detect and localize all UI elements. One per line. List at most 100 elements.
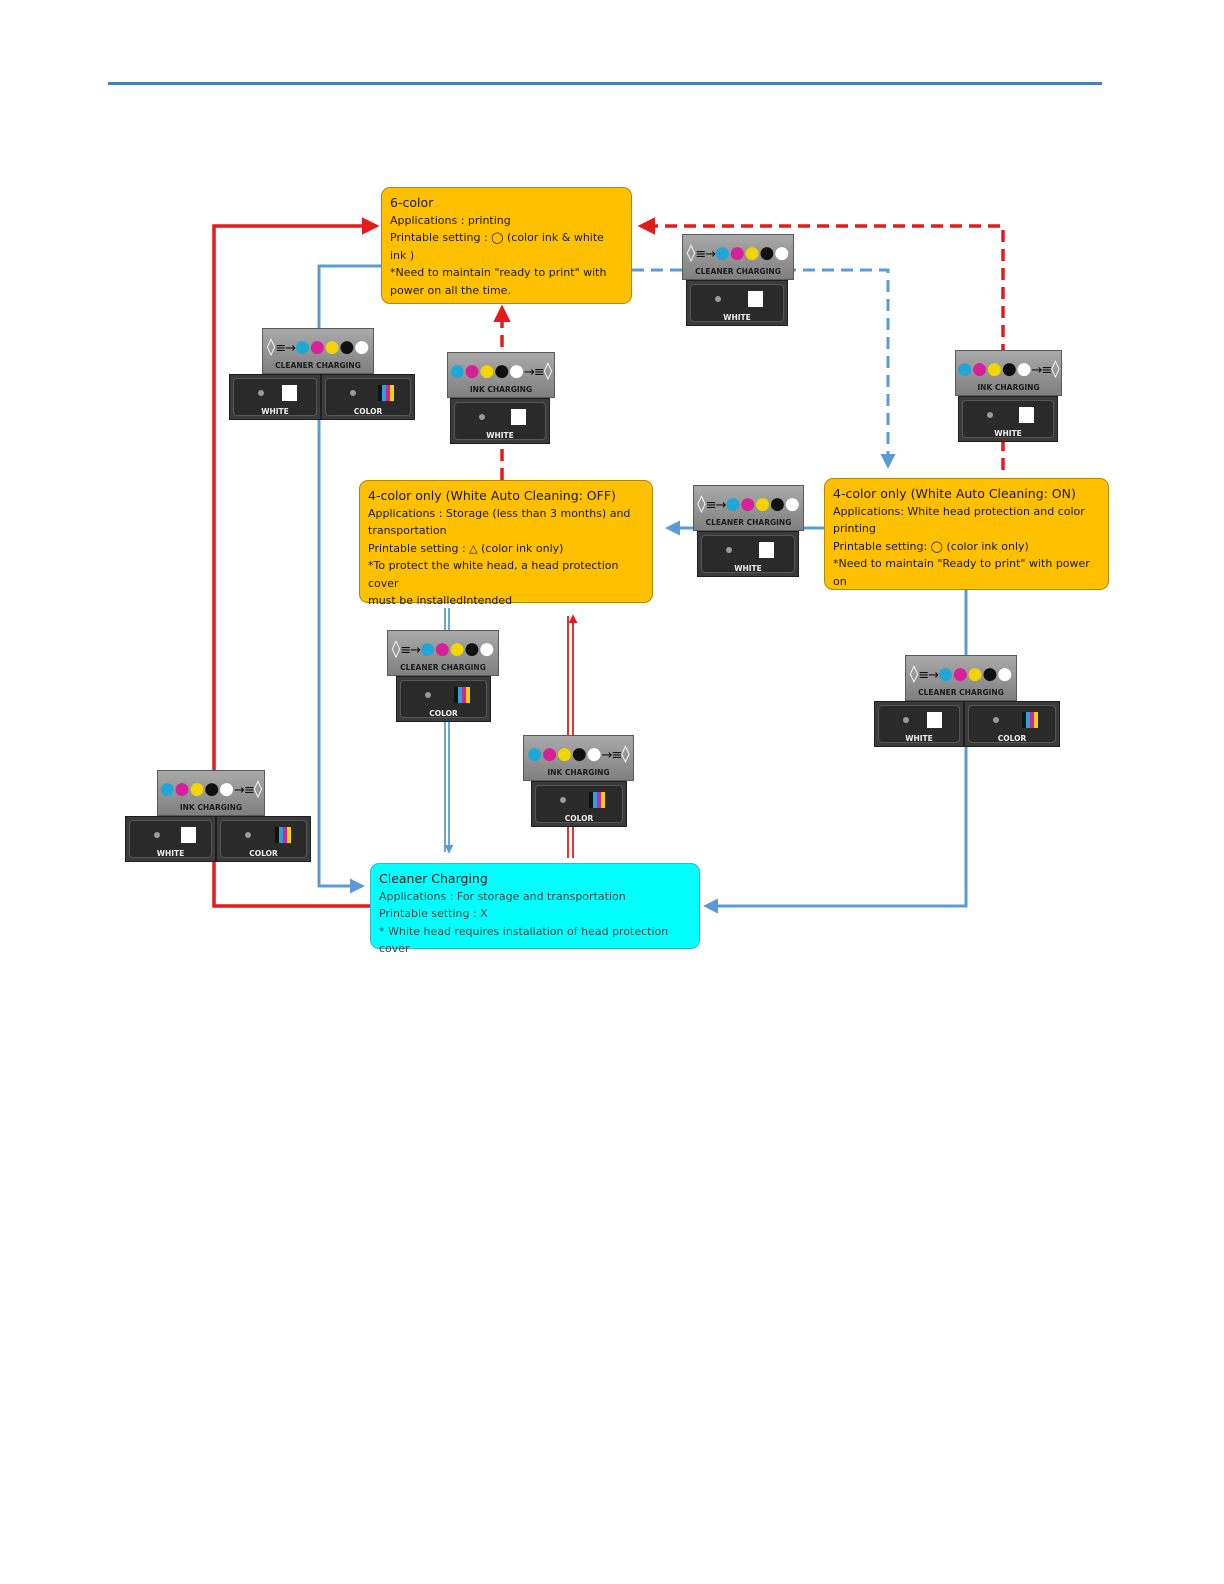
ink-charging-panel: ●●●●●→≡◊ INK CHARGING bbox=[157, 770, 265, 816]
panel-label: CLEANER CHARGING bbox=[275, 361, 361, 370]
led-icon bbox=[715, 296, 721, 302]
led-icon bbox=[425, 692, 431, 698]
state-title: Cleaner Charging bbox=[379, 871, 488, 886]
state-title: 4-color only (White Auto Cleaning: OFF) bbox=[368, 488, 616, 503]
led-icon bbox=[479, 414, 485, 420]
led-icon bbox=[245, 832, 251, 838]
white-slot: WHITE bbox=[229, 374, 321, 420]
ink-charging-white-module: ●●●●●→≡◊ INK CHARGING WHITE bbox=[447, 352, 555, 450]
slot-label: WHITE bbox=[156, 849, 185, 858]
state-6-color: 6-color Applications : printing Printabl… bbox=[381, 187, 632, 304]
slot-label: WHITE bbox=[261, 407, 289, 416]
color-ink-icon bbox=[454, 687, 470, 703]
cleaner-charging-white-module-mid: ◊≡→●●●●● CLEANER CHARGING WHITE bbox=[693, 485, 804, 585]
state-line: Applications : printing bbox=[390, 214, 511, 227]
color-ink-icon bbox=[1022, 712, 1038, 728]
led-icon bbox=[560, 797, 566, 803]
ink-to-cleaner-icon: ●●●●●→≡◊ bbox=[957, 359, 1060, 379]
state-line: *Need to maintain "Ready to print" with … bbox=[833, 557, 1090, 588]
state-line: Printable setting : ◯ (color ink & white… bbox=[390, 231, 604, 262]
panel-label: INK CHARGING bbox=[179, 803, 243, 812]
white-ink-icon bbox=[927, 712, 942, 728]
ink-to-cleaner-icon: ●●●●●→≡◊ bbox=[159, 779, 263, 799]
slot-label: WHITE bbox=[905, 734, 933, 743]
state-line: Applications: White head protection and … bbox=[833, 505, 1085, 518]
arrow-4on-to-cleaner bbox=[703, 590, 968, 914]
white-slot: WHITE bbox=[874, 701, 964, 747]
slot-label: COLOR bbox=[997, 734, 1027, 743]
ink-charging-white-color-module: ●●●●●→≡◊ INK CHARGING WHITE COLOR bbox=[125, 770, 311, 862]
state-line: * White head requires installation of he… bbox=[379, 924, 669, 956]
led-icon bbox=[154, 832, 160, 838]
white-ink-icon bbox=[511, 409, 526, 425]
state-line: *Need to maintain "ready to print" with bbox=[390, 266, 607, 280]
cleaner-charging-white-color-module-right: ◊≡→●●●●● CLEANER CHARGING WHITE COLOR bbox=[874, 655, 1060, 747]
cleaner-charging-panel: ◊≡→●●●●● CLEANER CHARGING bbox=[682, 234, 794, 280]
state-line: Printable setting : △ (color ink only) bbox=[368, 541, 564, 555]
color-slot: COLOR bbox=[216, 816, 311, 862]
slot-label: WHITE bbox=[723, 313, 751, 322]
white-ink-icon bbox=[1019, 407, 1034, 423]
led-icon bbox=[350, 390, 356, 396]
led-icon bbox=[258, 390, 264, 396]
panel-label: INK CHARGING bbox=[977, 383, 1040, 392]
panel-label: CLEANER CHARGING bbox=[695, 267, 781, 276]
cleaner-charging-panel: ◊≡→●●●●● CLEANER CHARGING bbox=[905, 655, 1017, 701]
cleaner-to-ink-icon: ◊≡→●●●●● bbox=[266, 337, 370, 357]
arrow-cleaner-to-6color bbox=[212, 217, 380, 908]
white-ink-icon bbox=[748, 291, 763, 307]
cleaner-charging-white-color-module: ◊≡→●●●●● CLEANER CHARGING WHITE COLOR bbox=[229, 328, 415, 420]
color-ink-icon bbox=[589, 792, 605, 808]
state-cleaner-charging: Cleaner Charging Applications : For stor… bbox=[370, 863, 700, 955]
cleaner-to-ink-icon: ◊≡→●●●●● bbox=[909, 664, 1013, 684]
state-title: 4-color only (White Auto Cleaning: ON) bbox=[833, 486, 1076, 501]
panel-label: CLEANER CHARGING bbox=[918, 688, 1004, 697]
state-4-color-off: 4-color only (White Auto Cleaning: OFF) … bbox=[359, 480, 653, 607]
cleaner-charging-white-module: ◊≡→●●●●● CLEANER CHARGING WHITE bbox=[682, 234, 794, 334]
cleaner-charging-panel: ◊≡→●●●●● CLEANER CHARGING bbox=[387, 630, 499, 676]
slot-label: WHITE bbox=[486, 431, 514, 440]
slot-label: WHITE bbox=[994, 429, 1022, 438]
white-ink-icon bbox=[181, 827, 196, 843]
slot-label: COLOR bbox=[564, 814, 594, 823]
ink-charging-panel: ●●●●●→≡◊ INK CHARGING bbox=[447, 352, 555, 398]
state-4-color-on: 4-color only (White Auto Cleaning: ON) A… bbox=[824, 478, 1109, 590]
led-icon bbox=[987, 412, 993, 418]
color-slot: COLOR bbox=[964, 701, 1060, 747]
header-rule bbox=[108, 82, 1102, 85]
led-icon bbox=[903, 717, 909, 723]
arrow-6color-to-cleaner bbox=[317, 264, 381, 894]
color-ink-icon bbox=[275, 827, 291, 843]
ink-charging-color-module: ●●●●●→≡◊ INK CHARGING COLOR bbox=[523, 735, 634, 829]
slot-label: COLOR bbox=[249, 849, 278, 858]
cleaner-to-ink-icon: ◊≡→●●●●● bbox=[697, 494, 800, 514]
panel-label: INK CHARGING bbox=[547, 768, 610, 777]
slot-label: WHITE bbox=[734, 564, 762, 573]
color-ink-icon bbox=[378, 385, 394, 401]
white-slot: WHITE bbox=[450, 398, 550, 444]
color-slot: COLOR bbox=[396, 676, 491, 722]
white-slot: WHITE bbox=[125, 816, 216, 862]
state-line: Applications : Storage (less than 3 mont… bbox=[368, 507, 631, 520]
ink-charging-panel: ●●●●●→≡◊ INK CHARGING bbox=[523, 735, 634, 781]
state-line: power on all the time. bbox=[390, 283, 511, 297]
cleaner-to-ink-icon: ◊≡→●●●●● bbox=[391, 639, 495, 659]
state-line: printing bbox=[833, 522, 876, 536]
panel-label: INK CHARGING bbox=[469, 385, 533, 394]
cleaner-charging-panel: ◊≡→●●●●● CLEANER CHARGING bbox=[262, 328, 374, 374]
white-slot: WHITE bbox=[686, 280, 788, 326]
state-title: 6-color bbox=[390, 195, 434, 210]
cleaner-charging-color-module: ◊≡→●●●●● CLEANER CHARGING COLOR bbox=[387, 630, 499, 722]
white-slot: WHITE bbox=[697, 531, 799, 577]
led-icon bbox=[726, 547, 732, 553]
slot-label: COLOR bbox=[429, 709, 458, 718]
state-line: transportation bbox=[368, 524, 447, 538]
led-icon bbox=[993, 717, 999, 723]
cleaner-to-ink-icon: ◊≡→●●●●● bbox=[686, 243, 790, 263]
ink-to-cleaner-icon: ●●●●●→≡◊ bbox=[449, 361, 553, 381]
state-line: *To protect the white head, a head prote… bbox=[368, 559, 619, 590]
color-slot: COLOR bbox=[321, 374, 415, 420]
state-line: Printable setting: ◯ (color ink only) bbox=[833, 539, 1029, 553]
ink-charging-panel: ●●●●●→≡◊ INK CHARGING bbox=[955, 350, 1062, 396]
state-line: Applications : For storage and transport… bbox=[379, 890, 626, 903]
